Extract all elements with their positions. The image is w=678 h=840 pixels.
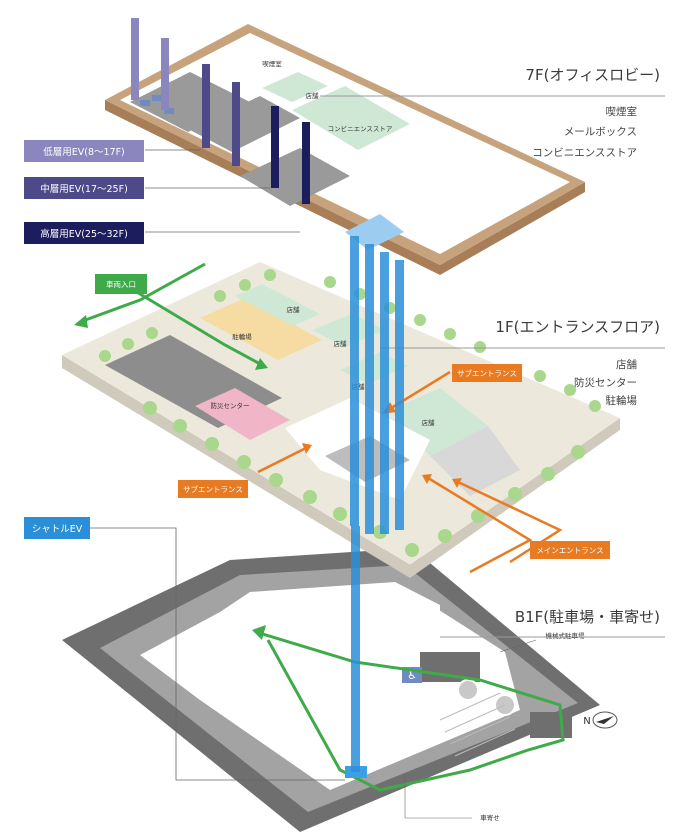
- 1f-bike-label: 駐輪場: [232, 332, 252, 341]
- vehicle-arrow-left-icon: [74, 315, 88, 328]
- b1f-room: [380, 582, 440, 640]
- mech-parking-leader: [499, 639, 537, 653]
- b1f-route-arrowhead: [252, 625, 266, 640]
- 1f-disaster-center: [195, 388, 290, 440]
- low-ev-label: 低層用EV(8〜17F): [43, 146, 125, 158]
- 7f-shop-label: 店舗: [306, 91, 320, 100]
- 7f-title-block: 7F(オフィスロビー) 喫煙室 メールボックス コンビニエンスストア: [320, 66, 665, 159]
- shuttle-ev-shaft: [395, 260, 404, 530]
- mech-parking-label: 機械式駐車場: [546, 631, 586, 640]
- sub-entrance-left-tag: [178, 480, 248, 498]
- 1f-item: 駐輪場: [606, 394, 638, 407]
- 1f-hatched-area: [430, 426, 520, 496]
- 7f-floor: 喫煙室 店舗 コンビニエンスストア: [105, 24, 585, 275]
- 1f-disaster-label: 防災センター: [211, 401, 250, 410]
- 7f-core-block: [130, 72, 250, 132]
- 7f-title: 7F(オフィスロビー): [525, 66, 660, 84]
- sub-entrance-left-label: サブエントランス: [183, 484, 243, 494]
- mid-ev-shafts: [202, 64, 240, 166]
- sub-entrance-right-tag: [452, 364, 522, 382]
- 7f-item: メールボックス: [564, 126, 637, 138]
- low-ev-shafts: [131, 18, 169, 110]
- high-ev-shafts: [271, 106, 310, 204]
- mid-ev-shaft: [202, 64, 210, 148]
- shuttle-ev-tag: [24, 517, 90, 539]
- mid-ev-shaft: [232, 82, 240, 166]
- high-ev-shaft: [271, 106, 279, 188]
- shuttle-ev-shaft: [380, 252, 389, 534]
- b1f-turntable: [457, 679, 479, 701]
- 7f-smoking-label: 喫煙室: [262, 59, 282, 68]
- compass-north-label: N: [583, 716, 590, 727]
- main-entrance-arrowhead: [422, 474, 432, 484]
- shuttle-ev-shafts: [350, 236, 404, 772]
- main-entrance-tag: [530, 541, 610, 559]
- mid-ev-label: 中層用EV(17〜25F): [40, 183, 128, 195]
- 7f-ev-lobby-low: [140, 95, 174, 114]
- low-ev-shaft: [131, 18, 139, 100]
- b1f-floor: ♿ 機械式駐車場 車寄せ N: [62, 548, 618, 832]
- low-ev-tag: [24, 140, 144, 162]
- high-ev-label: 高層用EV(25〜32F): [40, 228, 128, 240]
- 1f-bike-parking: [200, 298, 322, 360]
- compass: N: [583, 711, 618, 729]
- vehicle-route-in: [129, 286, 263, 367]
- 7f-core-block: [240, 148, 350, 206]
- main-entrance-arrow: [457, 480, 563, 564]
- main-entrance-arrowhead: [452, 478, 462, 488]
- vehicle-entrance-tag: [95, 274, 147, 294]
- 1f-shop: [390, 388, 488, 456]
- compass-needle-icon: [596, 716, 614, 724]
- shuttle-ev-label: シャトルEV: [32, 524, 83, 535]
- high-ev-shaft: [302, 122, 310, 204]
- 7f-convenience-store: [292, 86, 410, 150]
- 7f-item: 喫煙室: [606, 105, 638, 118]
- b1f-title: B1F(駐車場・車寄せ): [515, 608, 660, 626]
- 1f-shop4-label: 店舗: [422, 418, 436, 427]
- 1f-shop2-label: 店舗: [334, 339, 348, 348]
- 1f-shop: [235, 284, 320, 326]
- 1f-shop1-label: 店舗: [287, 305, 301, 314]
- 7f-shuttle-ev-landing: [345, 214, 404, 250]
- main-entrance-arrow: [427, 476, 533, 574]
- 1f-floor: 店舗 駐輪場 店舗 店舗 防災センター 店舗: [62, 262, 620, 578]
- b1f-parking-stripes: [439, 692, 516, 757]
- 1f-title: 1F(エントランスフロア): [495, 318, 660, 336]
- entrance-arrows: サブエントランス サブエントランス メインエントランス: [178, 364, 610, 574]
- 7f-conv-label: コンビニエンスストア: [328, 124, 393, 133]
- shuttle-ev-shaft-lower: [351, 526, 360, 772]
- high-ev-tag: [24, 222, 144, 244]
- b1f-car-route: [255, 630, 565, 792]
- sub-entrance-left-arrowhead: [302, 443, 312, 454]
- shuttle-ev-shaft: [350, 236, 359, 526]
- shuttle-ev-shaft: [365, 244, 374, 534]
- b1f-mech-parking-unit: [530, 712, 572, 738]
- 7f-item: コンビニエンスストア: [532, 147, 637, 159]
- mid-ev-tag: [24, 177, 144, 199]
- b1f-title-block: B1F(駐車場・車寄せ): [440, 608, 665, 638]
- accessible-glyph: ♿: [407, 669, 417, 682]
- sub-entrance-right-label: サブエントランス: [457, 368, 517, 378]
- shuttle-ev-leader: [90, 527, 345, 781]
- 1f-item: 店舗: [616, 358, 637, 371]
- 1f-item: 防災センター: [574, 376, 637, 389]
- 7f-shop: [262, 72, 328, 102]
- main-entrance-label: メインエントランス: [536, 546, 603, 555]
- vehicle-arrow-right-icon: [255, 358, 268, 370]
- ev-legend: 低層用EV(8〜17F) 中層用EV(17〜25F) 高層用EV(25〜32F)…: [24, 140, 345, 781]
- vehicle-route-out: [79, 262, 206, 324]
- sub-entrance-left-arrow: [257, 446, 307, 474]
- drop-off-label: 車寄せ: [480, 813, 500, 822]
- low-ev-shaft: [161, 38, 169, 110]
- vehicle-entrance-label: 車両入口: [106, 279, 136, 289]
- 1f-title-block: 1F(エントランスフロア) 店舗 防災センター 駐輪場: [380, 318, 665, 407]
- vehicle-entrance: 車両入口: [74, 262, 268, 370]
